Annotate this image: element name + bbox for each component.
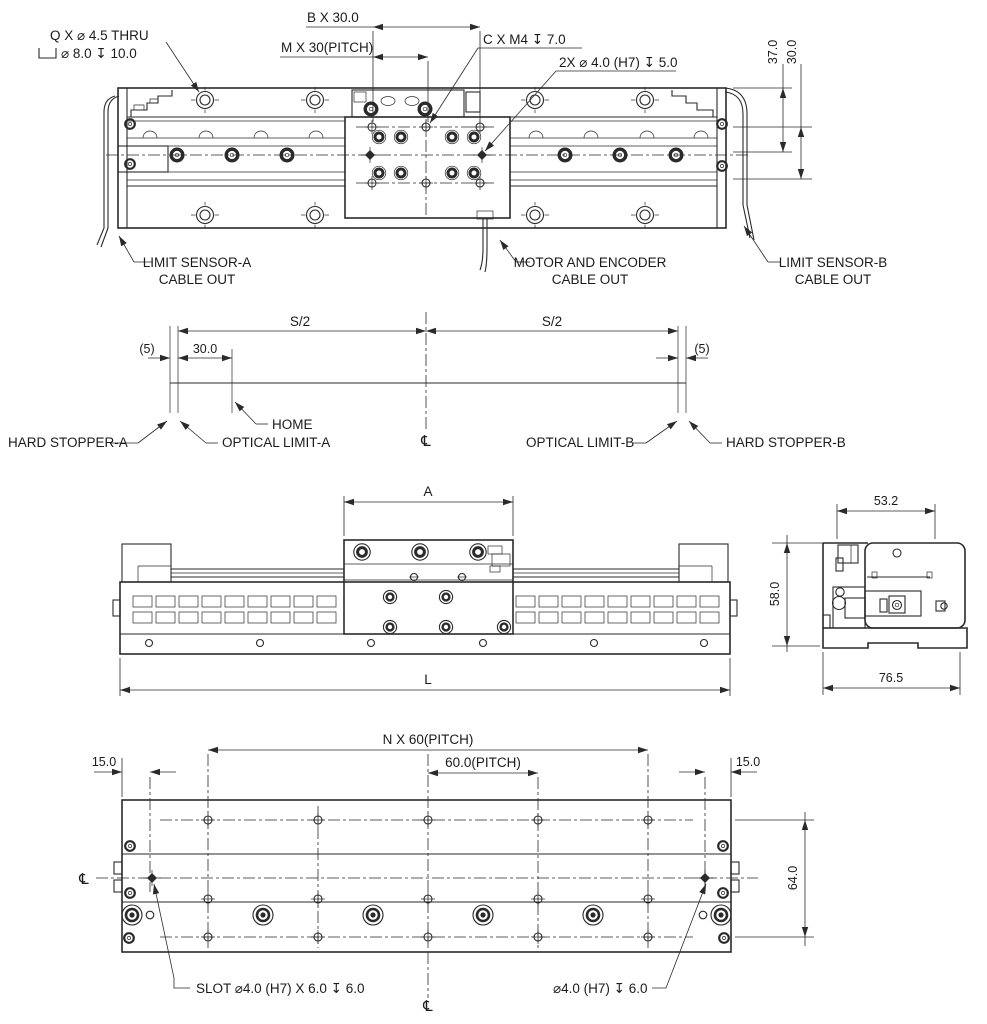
limit-sensor-b-cable — [724, 87, 755, 241]
label-limit-a-line1: LIMIT SENSOR-A — [143, 255, 252, 270]
dim-64: 64.0 — [735, 812, 814, 946]
dim-58: 58.0 — [768, 535, 841, 652]
callout-c-tap-text: C X M4 ↧ 7.0 — [483, 32, 566, 47]
dim-m-pitch-text: M X 30(PITCH) — [281, 40, 373, 55]
counterbore-icon — [38, 48, 57, 59]
dim-76-5: 76.5 — [822, 652, 961, 695]
dim-64-text: 64.0 — [786, 866, 800, 890]
dim-15-left-text: 15.0 — [92, 755, 116, 769]
dim-15-right-text: 15.0 — [736, 755, 760, 769]
limit-sensor-a-cable — [96, 95, 120, 248]
dim-5-left-text: (5) — [139, 342, 154, 356]
dim-30-stroke: 30.0 — [178, 342, 232, 362]
dim-b-pitch: B X 30.0 — [306, 10, 481, 122]
callout-dowel-bottom-text: ⌀4.0 (H7) ↧ 6.0 — [553, 981, 647, 996]
label-motor-line2: CABLE OUT — [552, 272, 629, 287]
callout-q-line2: ⌀ 8.0 ↧ 10.0 — [61, 46, 137, 61]
dim-37-text: 37.0 — [766, 40, 780, 64]
motor-cable — [479, 219, 488, 273]
dim-a-text: A — [423, 484, 432, 499]
dim-76-5-text: 76.5 — [879, 671, 903, 685]
centerline-bottom: ℄ — [422, 952, 433, 1015]
callout-c-tap: C X M4 ↧ 7.0 — [427, 32, 582, 125]
callout-dowel-holes: 2X ⌀ 4.0 (H7) ↧ 5.0 — [482, 55, 678, 154]
dim-53-2: 53.2 — [836, 494, 936, 539]
top-view-body — [106, 86, 748, 229]
dim-53-2-text: 53.2 — [874, 494, 898, 508]
top-view-carriage — [344, 89, 511, 220]
dim-5-right: (5) — [656, 342, 710, 362]
label-limit-sensor-b: LIMIT SENSOR-B CABLE OUT — [741, 224, 887, 287]
label-limit-sensor-a: LIMIT SENSOR-A CABLE OUT — [116, 234, 251, 287]
vent-slots-right — [515, 595, 720, 624]
dim-height-lower: 30.0 — [733, 40, 812, 180]
callout-slot: SLOT ⌀4.0 (H7) X 6.0 ↧ 6.0 — [150, 883, 365, 996]
dim-s2-right-text: S/2 — [542, 314, 562, 329]
centerline-symbol-stroke: ℄ — [420, 433, 431, 450]
label-optical-limit-b: OPTICAL LIMIT-B — [526, 418, 679, 450]
label-optical-limit-a-text: OPTICAL LIMIT-A — [222, 435, 330, 450]
label-limit-b-line1: LIMIT SENSOR-B — [779, 255, 888, 270]
callout-dowel-text: 2X ⌀ 4.0 (H7) ↧ 5.0 — [559, 55, 678, 70]
front-view-body — [112, 543, 738, 655]
label-limit-b-line2: CABLE OUT — [795, 272, 872, 287]
callout-dowel-bottom: ⌀4.0 (H7) ↧ 6.0 — [553, 882, 709, 996]
label-hard-stopper-b-text: HARD STOPPER-B — [726, 435, 846, 450]
dim-15-left: 15.0 — [92, 755, 176, 776]
callout-slot-text: SLOT ⌀4.0 (H7) X 6.0 ↧ 6.0 — [196, 981, 365, 996]
label-motor-encoder: MOTOR AND ENCODER CABLE OUT — [497, 238, 667, 287]
bottom-view: N X 60(PITCH) 60.0(PITCH) 15.0 15.0 64.0… — [78, 732, 814, 1015]
dim-n-pitch: N X 60(PITCH) — [208, 732, 648, 754]
dim-15-right: 15.0 — [679, 755, 760, 776]
stroke-diagram: ℄ S/2 S/2 (5) 30.0 (5) — [8, 312, 846, 450]
dim-5-right-text: (5) — [694, 342, 709, 356]
front-view-carriage — [343, 539, 514, 635]
label-motor-line1: MOTOR AND ENCODER — [514, 255, 667, 270]
front-view: A L — [112, 484, 738, 696]
dim-b-pitch-text: B X 30.0 — [307, 10, 359, 25]
top-view: B X 30.0 M X 30(PITCH) Q X ⌀ 4.5 THRU ⌀ … — [38, 10, 887, 287]
label-hard-stopper-a: HARD STOPPER-A — [8, 418, 169, 450]
dim-30-right-text: 30.0 — [785, 40, 799, 64]
centerline-symbol-left: ℄ — [78, 871, 89, 888]
dim-s2-left: S/2 — [178, 314, 426, 335]
dim-l: L — [119, 658, 731, 696]
dim-l-text: L — [424, 672, 432, 687]
dim-30-stroke-text: 30.0 — [193, 342, 217, 356]
centerline-symbol-bottom: ℄ — [422, 998, 433, 1015]
callout-q-holes: Q X ⌀ 4.5 THRU ⌀ 8.0 ↧ 10.0 — [38, 28, 202, 94]
dim-a: A — [343, 484, 514, 536]
label-optical-limit-b-text: OPTICAL LIMIT-B — [526, 435, 634, 450]
dim-s2-left-text: S/2 — [290, 314, 310, 329]
callout-q-line1: Q X ⌀ 4.5 THRU — [50, 28, 149, 43]
end-view: 53.2 58.0 76.5 — [768, 494, 968, 695]
dim-5-left: (5) — [139, 342, 188, 362]
label-hard-stopper-b: HARD STOPPER-B — [686, 418, 846, 450]
dim-n-pitch-text: N X 60(PITCH) — [383, 732, 474, 747]
dim-58-text: 58.0 — [768, 582, 782, 606]
dim-60-pitch: 60.0(PITCH) — [428, 755, 538, 777]
dim-height-upper: 37.0 — [733, 40, 792, 153]
label-limit-a-line2: CABLE OUT — [159, 272, 236, 287]
label-hard-stopper-a-text: HARD STOPPER-A — [8, 435, 128, 450]
dim-s2-right: S/2 — [426, 314, 678, 335]
end-view-body — [822, 542, 968, 649]
dim-60-pitch-text: 60.0(PITCH) — [445, 755, 521, 770]
vent-slots-left — [132, 595, 337, 624]
label-home-text: HOME — [272, 417, 313, 432]
label-optical-limit-a: OPTICAL LIMIT-A — [177, 418, 330, 450]
bottom-view-body — [96, 754, 758, 953]
dim-m-pitch: M X 30(PITCH) — [280, 40, 429, 122]
label-home: HOME — [232, 399, 313, 432]
